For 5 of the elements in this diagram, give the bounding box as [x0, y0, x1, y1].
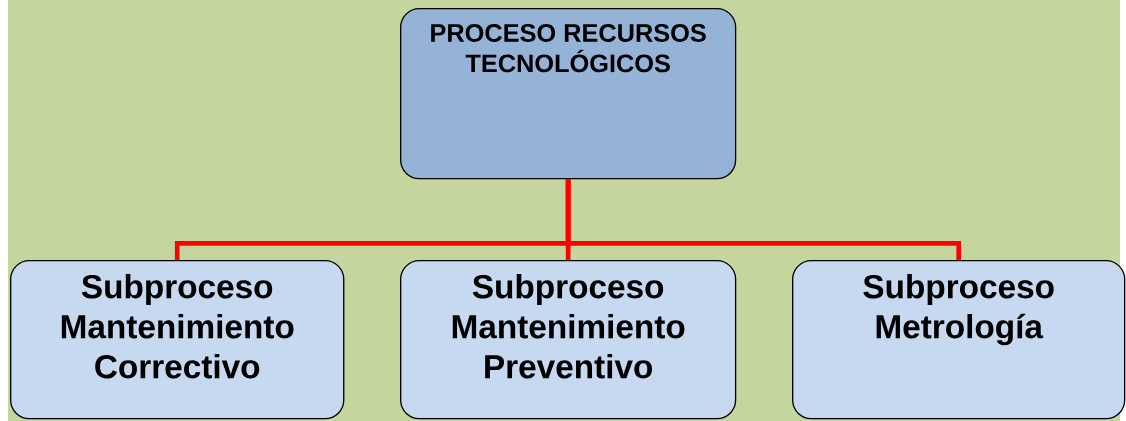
- process-box: Subproceso Mantenimiento Preventivo: [400, 260, 737, 420]
- process-box: PROCESO RECURSOS TECNOLÓGICOS: [400, 8, 737, 180]
- process-box: Subproceso Metrología: [792, 260, 1126, 420]
- process-box: Subproceso Mantenimiento Correctivo: [10, 260, 345, 420]
- connector-line: [565, 179, 961, 260]
